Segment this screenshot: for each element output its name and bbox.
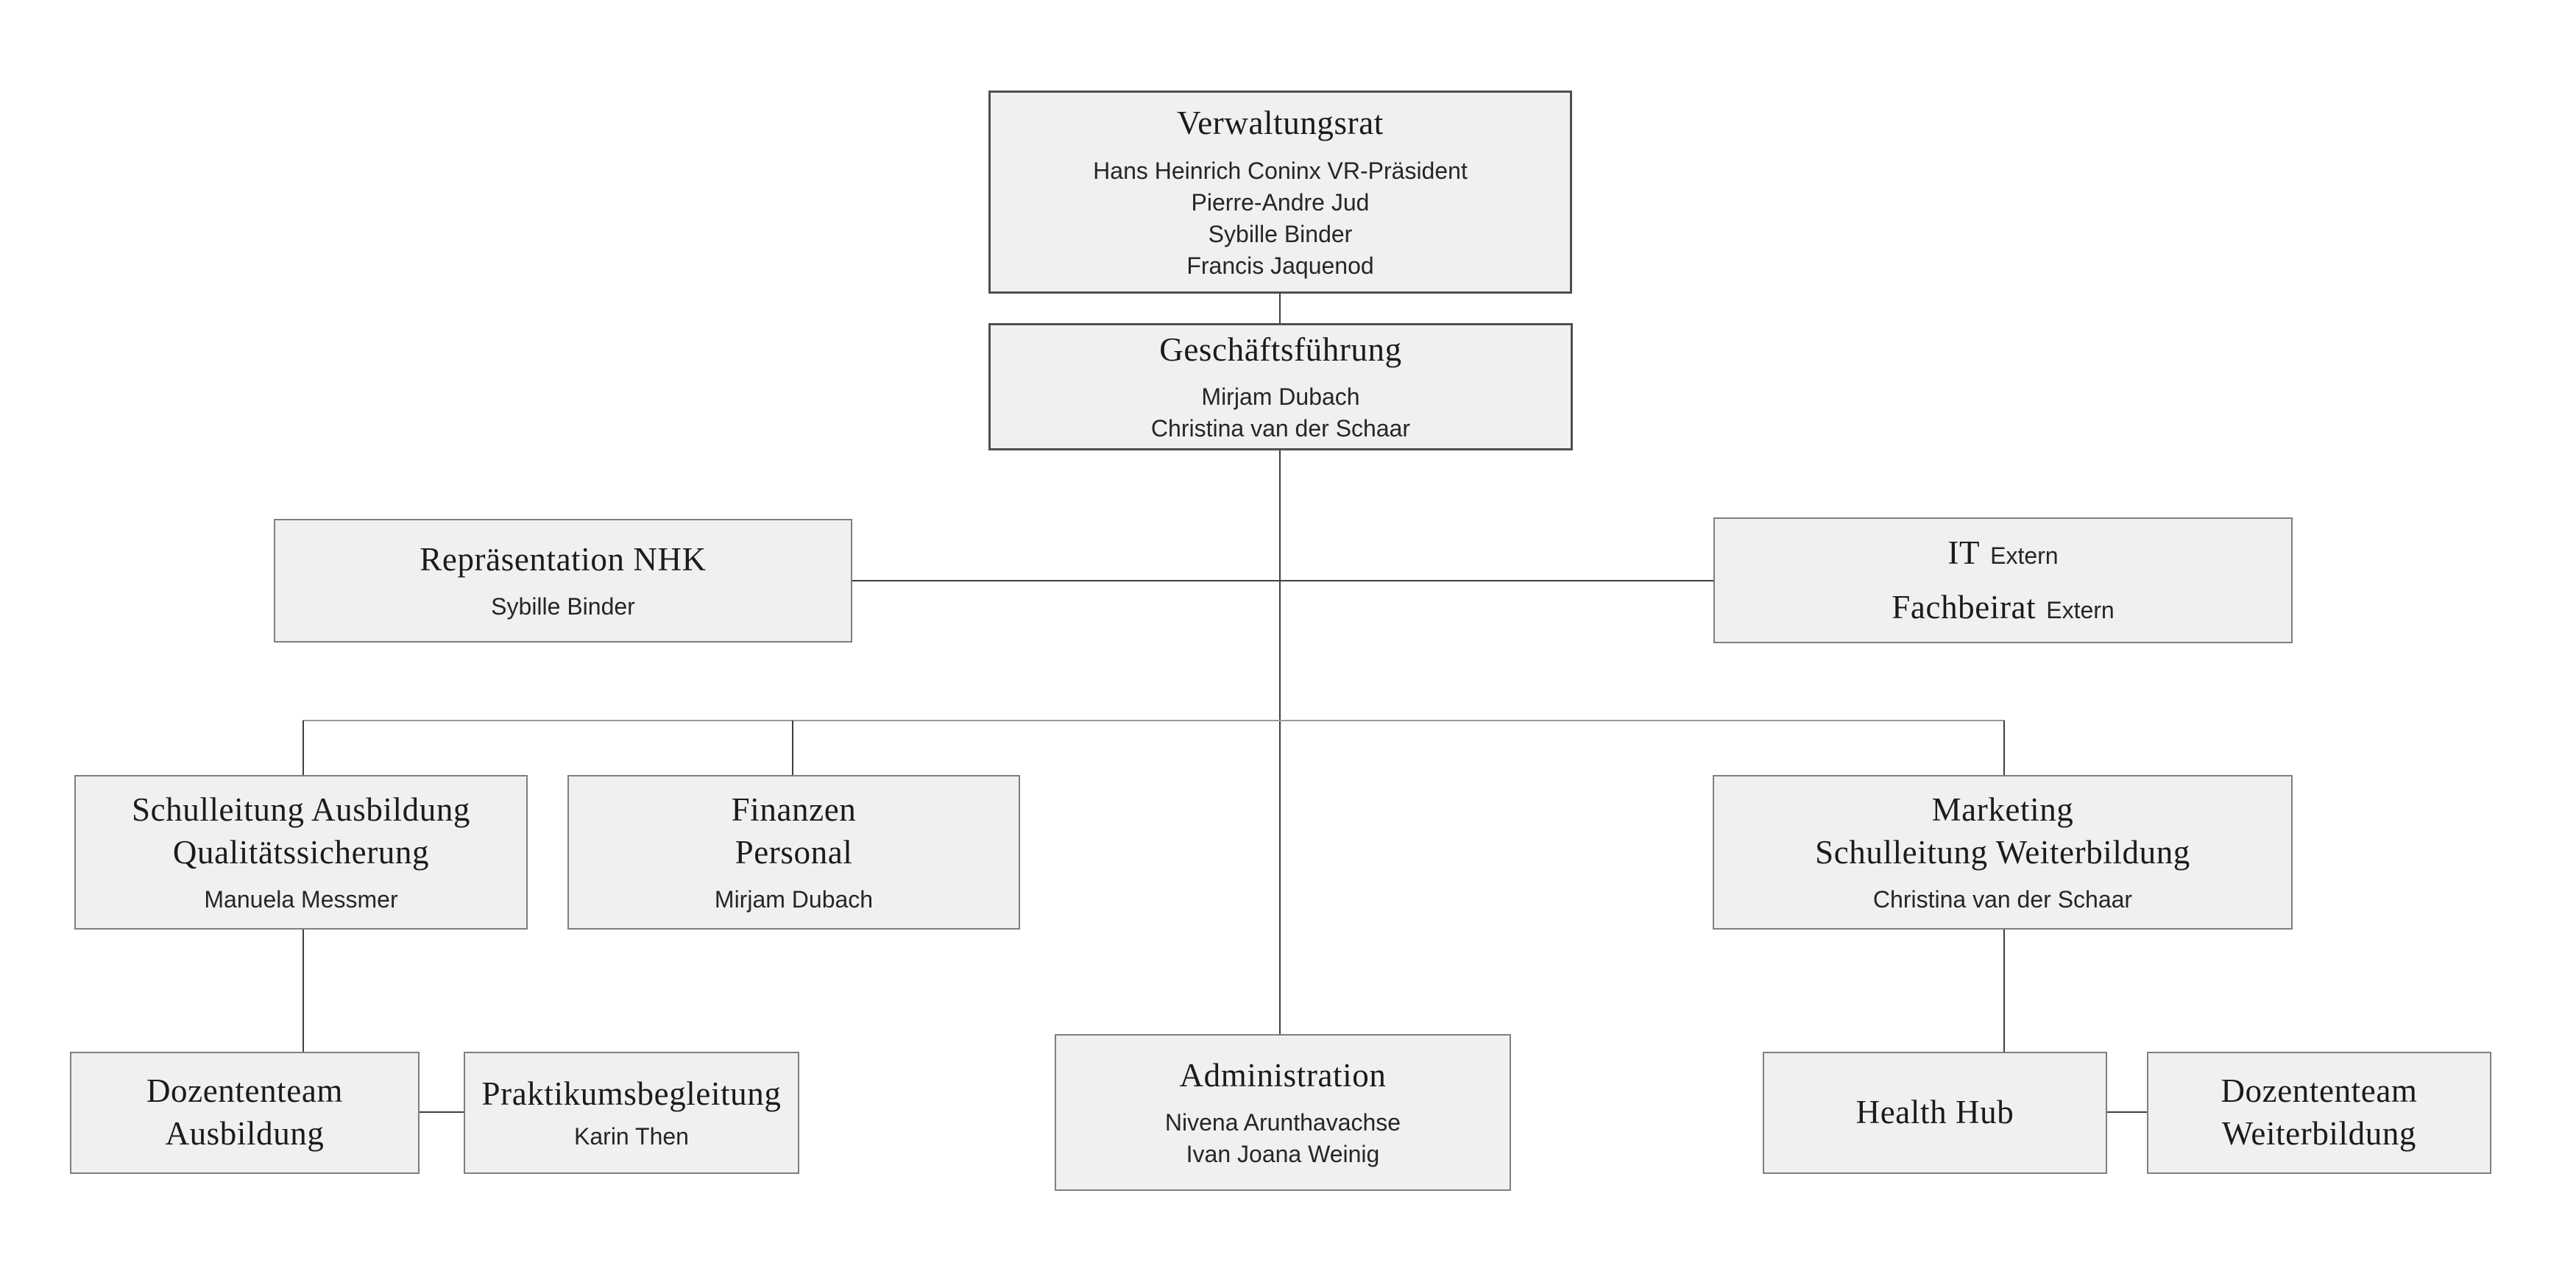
box-title: Repräsentation NHK <box>420 540 707 578</box>
connector-branch-horizontal <box>302 720 2005 721</box>
box-title-line: Fachbeirat Extern <box>1892 587 2114 629</box>
box-title: Verwaltungsrat <box>1177 105 1384 142</box>
connector-dozententeam-praktikum <box>419 1111 464 1113</box>
title-line: Weiterbildung <box>2221 1115 2417 1152</box>
box-title: Dozententeam Ausbildung <box>146 1070 343 1155</box>
org-box-verwaltungsrat[interactable]: Verwaltungsrat Hans Heinrich Coninx VR-P… <box>988 91 1572 294</box>
title-line: Marketing <box>1931 790 2074 828</box>
title-line: Finanzen <box>731 790 857 828</box>
connector-drop-marketing <box>2003 721 2005 776</box>
box-members: Mirjam Dubach Christina van der Schaar <box>1151 381 1410 445</box>
member-name: Christina van der Schaar <box>1872 886 2133 913</box>
org-box-schulleitung-ausbildung[interactable]: Schulleitung Ausbildung Qualitätssicheru… <box>74 775 528 930</box>
title-line: Personal <box>735 833 853 871</box>
box-title: Praktikumsbegleitung <box>481 1075 782 1112</box>
fachbeirat-extern-tag: Extern <box>2046 596 2115 623</box>
member-name: Francis Jaquenod <box>1186 252 1374 279</box>
title-line: Schulleitung Ausbildung <box>131 790 471 828</box>
org-box-dozententeam-weiterbildung[interactable]: Dozententeam Weiterbildung <box>2147 1052 2491 1174</box>
box-title-line: IT Extern <box>1947 532 2058 575</box>
box-members: Karin Then <box>574 1121 689 1153</box>
it-extern-tag: Extern <box>1990 542 2059 569</box>
box-title: Marketing Schulleitung Weiterbildung <box>1815 789 2190 874</box>
title-line: Qualitätssicherung <box>172 833 430 871</box>
connector-trunk-geschaeftsfuehrung-administration <box>1279 450 1281 1035</box>
org-box-health-hub[interactable]: Health Hub <box>1763 1052 2107 1174</box>
member-name: Manuela Messmer <box>204 886 398 913</box>
member-name: Mirjam Dubach <box>714 886 874 913</box>
box-members: Manuela Messmer <box>204 884 397 916</box>
box-title: Health Hub <box>1855 1094 2014 1131</box>
title-line: Schulleitung Weiterbildung <box>1815 833 2190 871</box>
connector-drop-finanzen <box>792 721 793 776</box>
org-box-marketing-weiterbildung[interactable]: Marketing Schulleitung Weiterbildung Chr… <box>1713 775 2293 930</box>
member-name: Karin Then <box>574 1123 689 1150</box>
title-line: Dozententeam <box>146 1072 344 1110</box>
connector-verwaltungsrat-geschaeftsfuehrung <box>1279 293 1281 324</box>
member-name: Pierre-Andre Jud <box>1191 188 1370 216</box>
member-name: Ivan Joana Weinig <box>1186 1141 1380 1168</box>
title-line: Ausbildung <box>165 1115 325 1152</box>
it-label: IT <box>1947 534 1981 571</box>
org-box-it-fachbeirat[interactable]: IT Extern Fachbeirat Extern <box>1713 517 2293 643</box>
fachbeirat-label: Fachbeirat <box>1892 588 2037 626</box>
connector-repraesentation-it <box>852 580 1714 581</box>
connector-drop-schulleitung <box>302 721 304 776</box>
connector-healthhub-dozententeam <box>2106 1111 2148 1113</box>
member-name: Sybille Binder <box>491 593 635 620</box>
title-line: Dozententeam <box>2221 1072 2418 1110</box>
box-members: Hans Heinrich Coninx VR-Präsident Pierre… <box>1093 155 1468 282</box>
member-name: Nivena Arunthavachse <box>1164 1109 1401 1136</box>
org-box-repraesentation-nhk[interactable]: Repräsentation NHK Sybille Binder <box>274 519 852 643</box>
box-members: Mirjam Dubach <box>715 884 873 916</box>
member-name: Hans Heinrich Coninx VR-Präsident <box>1093 158 1468 185</box>
box-title: Schulleitung Ausbildung Qualitätssicheru… <box>132 789 470 874</box>
box-members: Nivena Arunthavachse Ivan Joana Weinig <box>1165 1107 1401 1170</box>
connector-schulleitung-dozententeam <box>302 929 304 1052</box>
connector-marketing-healthhub <box>2003 929 2005 1052</box>
box-members: Christina van der Schaar <box>1873 884 2132 916</box>
box-members: Sybille Binder <box>491 591 635 623</box>
org-box-praktikumsbegleitung[interactable]: Praktikumsbegleitung Karin Then <box>464 1052 799 1174</box>
org-box-geschaeftsfuehrung[interactable]: Geschäftsführung Mirjam Dubach Christina… <box>988 323 1573 450</box>
member-name: Christina van der Schaar <box>1150 415 1411 442</box>
member-name: Sybille Binder <box>1208 220 1353 247</box>
org-box-dozententeam-ausbildung[interactable]: Dozententeam Ausbildung <box>70 1052 420 1174</box>
box-title: Dozententeam Weiterbildung <box>2221 1070 2417 1155</box>
box-title: Administration <box>1179 1056 1387 1094</box>
box-title: Geschäftsführung <box>1159 330 1402 368</box>
member-name: Mirjam Dubach <box>1201 383 1360 411</box>
box-title: Finanzen Personal <box>732 789 857 874</box>
org-box-finanzen-personal[interactable]: Finanzen Personal Mirjam Dubach <box>567 775 1020 930</box>
org-box-administration[interactable]: Administration Nivena Arunthavachse Ivan… <box>1055 1034 1511 1191</box>
